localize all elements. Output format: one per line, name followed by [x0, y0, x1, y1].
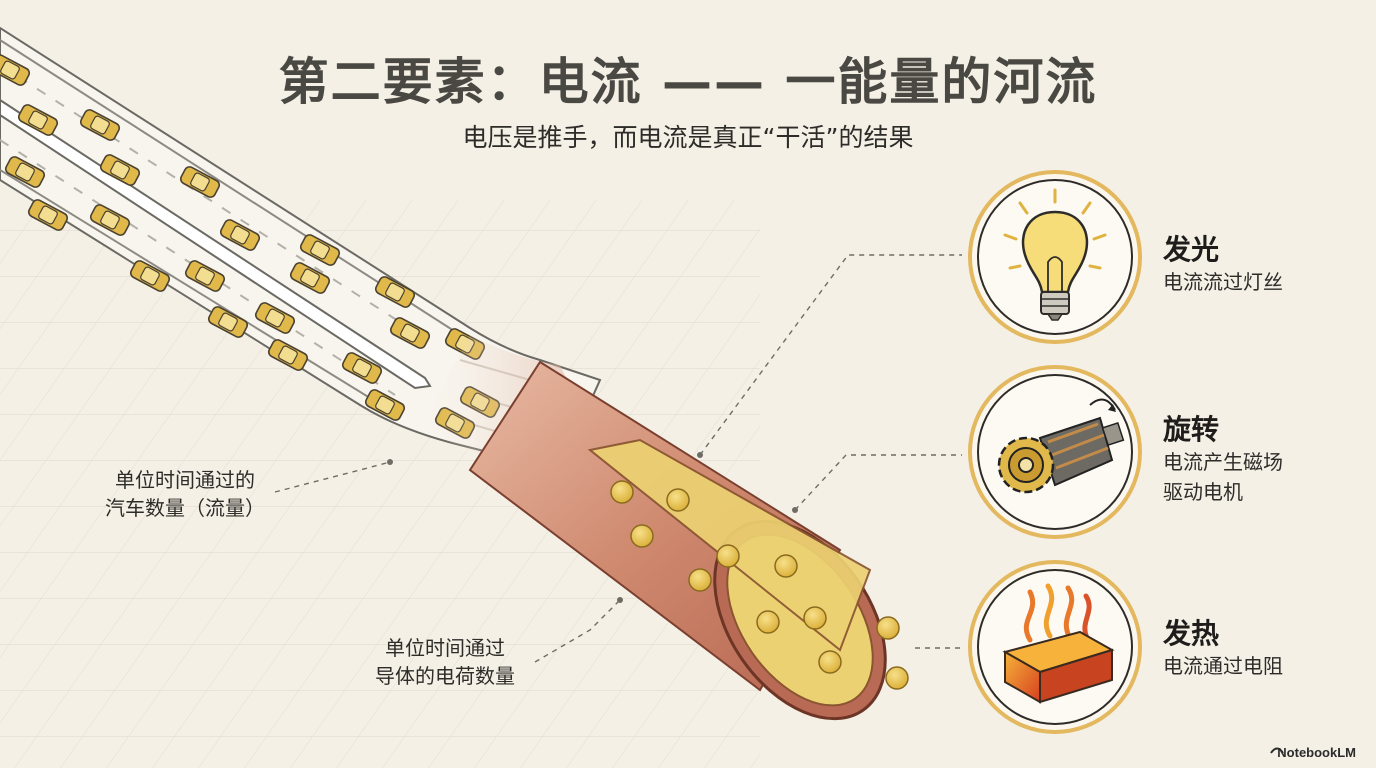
charge-flow-label-line1: 单位时间通过 — [385, 636, 505, 660]
charge — [716, 544, 740, 568]
car — [341, 352, 383, 384]
car — [89, 204, 131, 236]
motor-icon — [997, 398, 1125, 494]
car — [254, 302, 296, 334]
car — [129, 260, 171, 292]
car — [389, 317, 431, 349]
charge-flow-label: 单位时间通过 导体的电荷数量 — [350, 634, 540, 690]
charge — [756, 610, 780, 634]
effect-desc-light: 电流流过灯丝 — [1163, 270, 1283, 294]
charge — [774, 554, 798, 578]
car — [207, 306, 249, 338]
motor-card — [968, 365, 1142, 539]
page-title: 第二要素：电流 —— 一能量的河流 — [278, 53, 1098, 111]
charge — [885, 666, 909, 690]
car — [4, 156, 46, 188]
charge — [876, 616, 900, 640]
effect-title-light: 发光 — [1163, 233, 1220, 266]
effect-desc-heat: 电流通过电阻 — [1163, 654, 1283, 678]
heat-icon — [1002, 583, 1115, 704]
car — [267, 339, 309, 371]
lightbulb-icon — [1003, 188, 1107, 321]
traffic-flow-label-line2: 汽车数量（流量） — [105, 496, 265, 520]
traffic-flow-label: 单位时间通过的 汽车数量（流量） — [90, 466, 280, 522]
page-subtitle: 电压是推手，而电流是真正“干活”的结果 — [462, 123, 914, 152]
connector-lines — [274, 254, 962, 663]
charge — [688, 568, 712, 592]
lightbulb-card — [968, 170, 1142, 344]
heat-card — [968, 560, 1142, 734]
electric-charges — [610, 480, 909, 690]
charge — [818, 650, 842, 674]
car — [99, 154, 141, 186]
car — [179, 166, 221, 198]
car — [299, 234, 341, 266]
traffic-flow-label-line1: 单位时间通过的 — [115, 468, 255, 492]
effect-title-rotate: 旋转 — [1163, 413, 1220, 446]
charge — [610, 480, 634, 504]
charge — [666, 488, 690, 512]
car — [364, 389, 406, 421]
charge-flow-label-line2: 导体的电荷数量 — [375, 664, 515, 688]
car — [219, 219, 261, 251]
car — [184, 260, 226, 292]
effect-title-heat: 发热 — [1163, 617, 1220, 650]
charge — [803, 606, 827, 630]
brand-logo-icon — [1270, 747, 1284, 754]
car — [289, 262, 331, 294]
car — [0, 54, 31, 86]
car — [374, 276, 416, 308]
effect-desc-rotate-1: 电流产生磁场 — [1163, 450, 1283, 474]
car — [17, 104, 59, 136]
brand-label: NotebookLM — [1277, 745, 1356, 760]
charge — [630, 524, 654, 548]
car — [79, 109, 121, 141]
effect-desc-rotate-2: 驱动电机 — [1163, 480, 1243, 504]
car — [27, 199, 69, 231]
